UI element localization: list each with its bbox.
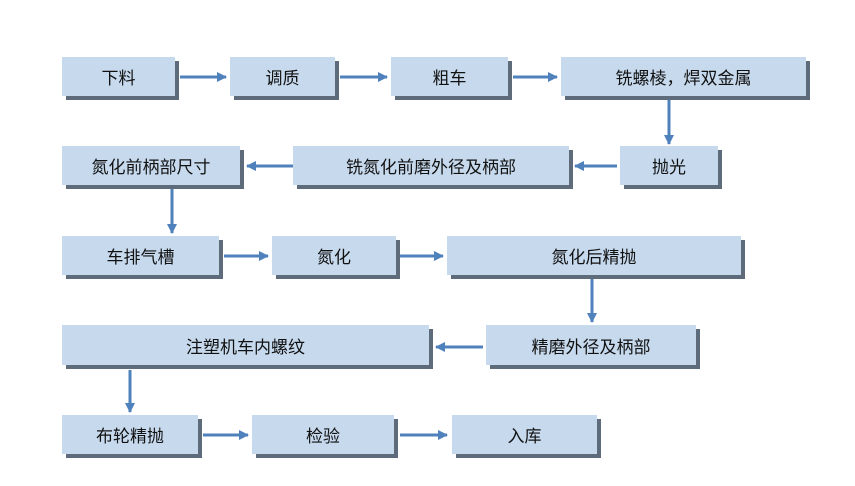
step-box-s11: 精磨外径及柄部 bbox=[486, 325, 696, 365]
step-box-s12: 注塑机车内螺纹 bbox=[62, 325, 429, 365]
step-label: 车排气槽 bbox=[106, 248, 175, 268]
step-box-s6: 铣氮化前磨外径及柄部 bbox=[293, 146, 569, 185]
step-box-s2: 调质 bbox=[230, 57, 335, 96]
step-box-s10: 氮化后精抛 bbox=[447, 236, 741, 275]
step-label: 调质 bbox=[265, 69, 300, 89]
step-label: 铣氮化前磨外径及柄部 bbox=[346, 158, 516, 178]
step-label: 布轮精抛 bbox=[96, 427, 164, 447]
step-label: 氮化前柄部尺寸 bbox=[91, 158, 211, 178]
step-label: 粗车 bbox=[432, 69, 467, 89]
step-box-s3: 粗车 bbox=[391, 57, 508, 96]
step-label: 检验 bbox=[306, 427, 340, 447]
step-box-s8: 车排气槽 bbox=[62, 236, 219, 275]
step-box-s9: 氮化 bbox=[272, 236, 396, 275]
step-label: 注塑机车内螺纹 bbox=[186, 337, 305, 358]
step-label: 氮化后精抛 bbox=[551, 248, 637, 268]
step-label: 精磨外径及柄部 bbox=[531, 337, 651, 358]
step-label: 铣螺棱，焊双金属 bbox=[615, 69, 752, 89]
step-box-s4: 铣螺棱，焊双金属 bbox=[561, 57, 806, 96]
step-label: 入库 bbox=[507, 427, 542, 447]
step-box-s15: 入库 bbox=[452, 415, 597, 454]
step-label: 下料 bbox=[101, 69, 136, 89]
step-label: 氮化 bbox=[317, 248, 351, 268]
step-label: 抛光 bbox=[652, 158, 686, 178]
step-box-s7: 氮化前柄部尺寸 bbox=[62, 146, 240, 185]
step-box-s1: 下料 bbox=[62, 57, 175, 96]
step-box-s13: 布轮精抛 bbox=[62, 415, 198, 454]
step-box-s14: 检验 bbox=[252, 415, 394, 454]
step-box-s5: 抛光 bbox=[620, 146, 718, 185]
